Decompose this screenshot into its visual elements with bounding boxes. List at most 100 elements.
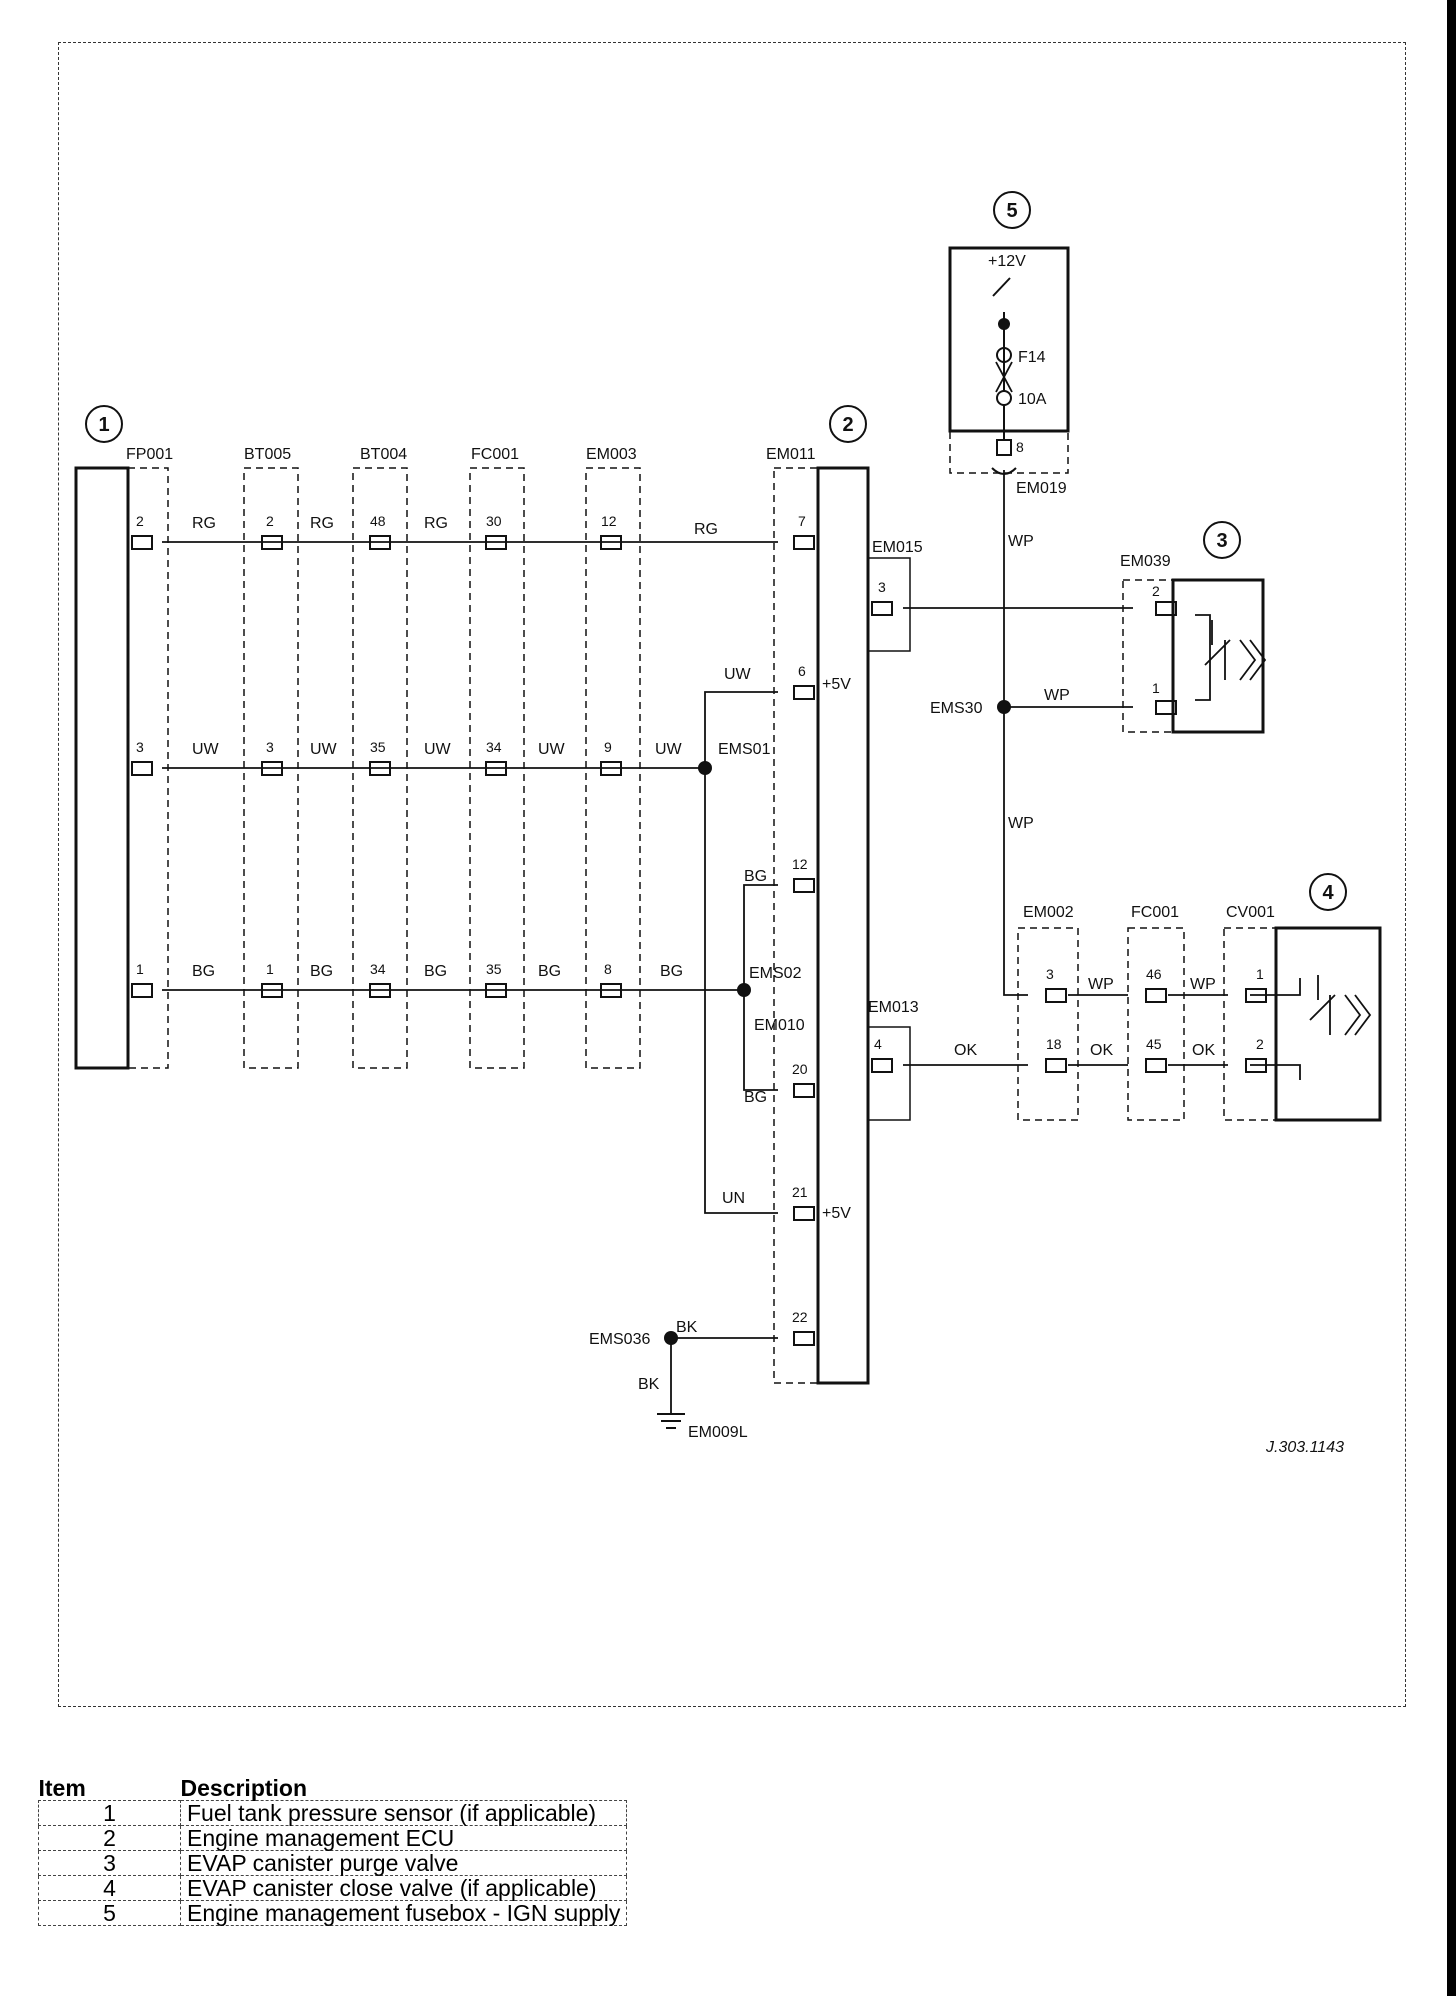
- wire-label-bk-1: BK: [676, 1319, 698, 1336]
- wire-label-uw-2: UW: [310, 741, 338, 758]
- pin-num: 30: [486, 513, 502, 529]
- pin-num: 20: [792, 1061, 808, 1077]
- connector-em019: [949, 430, 1069, 474]
- legend-item-description: EVAP canister purge valve: [179, 1850, 628, 1876]
- wire-label-bg-5: BG: [660, 963, 683, 980]
- connector-cv001: [1223, 927, 1277, 1121]
- valve-symbol-purge: [1204, 620, 1267, 681]
- pin-num: 35: [486, 961, 502, 977]
- label-em010: EM010: [754, 1017, 805, 1034]
- legend-item-number: 3: [38, 1850, 181, 1876]
- pin-num: 18: [1046, 1036, 1062, 1052]
- pin-num: 2: [1152, 583, 1160, 599]
- pin-num: 34: [370, 961, 386, 977]
- legend-item-description: Engine management fusebox - IGN supply: [179, 1900, 628, 1926]
- label-fc001-b: FC001: [1131, 904, 1179, 921]
- label-bt004: BT004: [360, 446, 407, 463]
- pin-num: 21: [792, 1184, 808, 1200]
- wire-label-uw-4: UW: [538, 741, 566, 758]
- wire-label-uw-1: UW: [192, 741, 220, 758]
- item-5-label: 5: [1006, 200, 1017, 222]
- wire-label-wp-4: WP: [1088, 976, 1114, 993]
- splice-ems01: [698, 761, 712, 775]
- legend-item-number: 1: [38, 1800, 181, 1826]
- legend-item-description: Engine management ECU: [179, 1825, 628, 1851]
- wire-label-wp-3: WP: [1008, 815, 1034, 832]
- fuse-node-dot: [998, 318, 1010, 330]
- connector-em002: [1017, 927, 1079, 1121]
- pin-terminals: [131, 535, 1267, 1346]
- pin-num: 3: [1046, 966, 1054, 982]
- fuel-tank-pressure-sensor: [74, 466, 130, 1070]
- connector-fc001-b: [1127, 927, 1185, 1121]
- label-ems02: EMS02: [749, 965, 802, 982]
- pin-num: 1: [1152, 680, 1160, 696]
- label-em009l: EM009L: [688, 1424, 748, 1441]
- item-2-circle: [829, 405, 867, 443]
- connector-em013-box: [867, 1026, 911, 1121]
- ecu-5v-label-a: +5V: [822, 676, 851, 693]
- pin-num: 48: [370, 513, 386, 529]
- legend-header-description: Description: [180, 1775, 308, 1801]
- label-em019: EM019: [1016, 480, 1067, 497]
- page-edge-bar: [1447, 0, 1456, 1996]
- wire-label-uw-5: UW: [655, 741, 683, 758]
- pin-num: 22: [792, 1309, 808, 1325]
- wire-label-wp-5: WP: [1190, 976, 1216, 993]
- legend-item-number: 5: [38, 1900, 181, 1926]
- pin-num: 12: [792, 856, 808, 872]
- pin-num: 34: [486, 739, 502, 755]
- splice-ems02: [737, 983, 751, 997]
- label-fc001-a: FC001: [471, 446, 519, 463]
- pin-num: 1: [1256, 966, 1264, 982]
- legend-item-number: 4: [38, 1875, 181, 1901]
- label-ems30: EMS30: [930, 700, 983, 717]
- item-3-label: 3: [1216, 530, 1227, 552]
- label-ems01: EMS01: [718, 741, 771, 758]
- label-cv001: CV001: [1226, 904, 1275, 921]
- item-1-circle: [85, 405, 123, 443]
- evap-purge-valve: [1171, 578, 1265, 734]
- wire-label-bk-2: BK: [638, 1376, 660, 1393]
- pin-num: 1: [136, 961, 144, 977]
- connector-em011: [773, 467, 819, 1384]
- pin-num: 35: [370, 739, 386, 755]
- wire-label-ok-3: OK: [1192, 1042, 1215, 1059]
- pin-num: 3: [266, 739, 274, 755]
- wire-label-bg-4: BG: [538, 963, 561, 980]
- label-em011: EM011: [766, 446, 816, 463]
- wire-label-uw-6: UW: [724, 666, 752, 683]
- label-em039: EM039: [1120, 553, 1171, 570]
- item-5-circle: [993, 191, 1031, 229]
- wire-label-wp-2: WP: [1044, 687, 1070, 704]
- fuse-rating-label: 10A: [1018, 391, 1047, 408]
- pin-num: 12: [601, 513, 617, 529]
- wire-label-rg-3: RG: [424, 515, 448, 532]
- fusebox: [948, 246, 1070, 433]
- label-em003: EM003: [586, 446, 637, 463]
- item-4-circle: [1309, 873, 1347, 911]
- pin-num: 3: [878, 579, 886, 595]
- valve-symbol-close: [1309, 975, 1372, 1036]
- legend-header-item: Item: [38, 1775, 86, 1801]
- fuse-label: F14: [1018, 349, 1046, 366]
- ground-symbol: [657, 1413, 685, 1429]
- pin-num: 46: [1146, 966, 1162, 982]
- item-4-label: 4: [1322, 882, 1334, 904]
- wire-label-rg-2: RG: [310, 515, 334, 532]
- wire-label-ok-1: OK: [954, 1042, 977, 1059]
- engine-management-ecu: [816, 466, 870, 1385]
- splice-ems036: [664, 1331, 678, 1345]
- legend-item-description: Fuel tank pressure sensor (if applicable…: [179, 1800, 628, 1826]
- wire-label-bg-1: BG: [192, 963, 215, 980]
- label-em015: EM015: [872, 539, 923, 556]
- ecu-5v-label-b: +5V: [822, 1205, 851, 1222]
- diagram-frame: [58, 42, 1406, 1707]
- pin-num: 9: [604, 739, 612, 755]
- wire-label-uw-3: UW: [424, 741, 452, 758]
- label-em002: EM002: [1023, 904, 1074, 921]
- pin-num: 2: [1256, 1036, 1264, 1052]
